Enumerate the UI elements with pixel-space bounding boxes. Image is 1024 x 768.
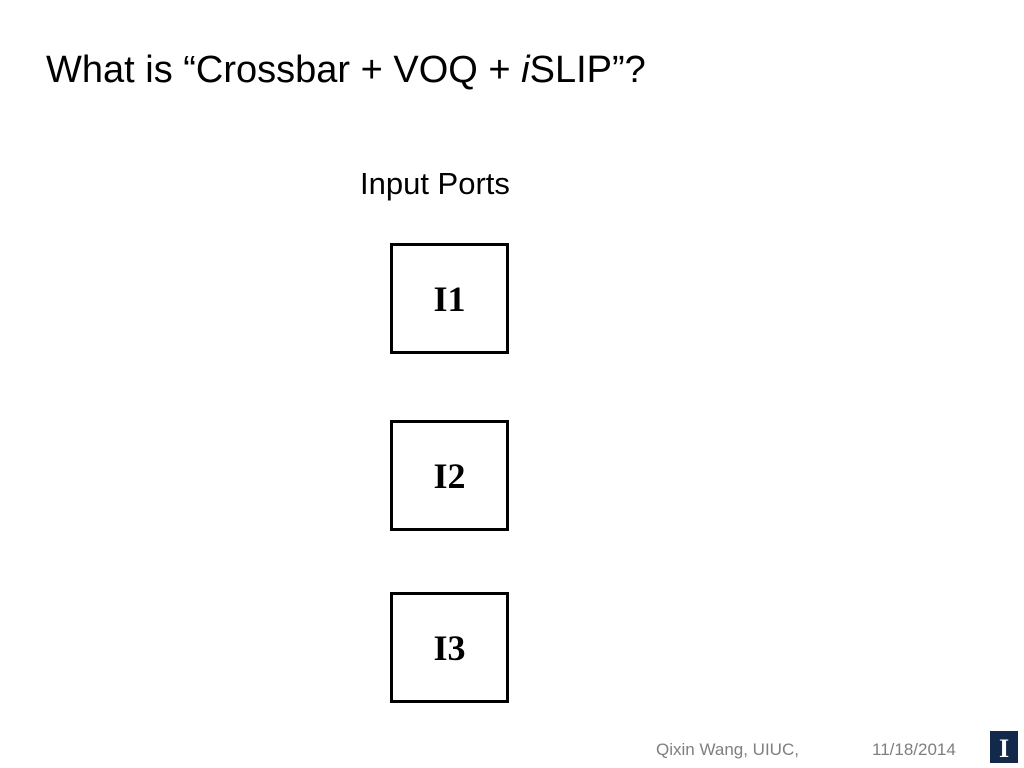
university-logo-icon: I xyxy=(990,731,1018,763)
footer-author: Qixin Wang, UIUC, xyxy=(656,740,799,759)
footer-date: 11/18/2014 xyxy=(872,740,956,759)
input-port-label: I1 xyxy=(433,278,466,319)
logo-background xyxy=(990,731,1018,763)
logo-letter: I xyxy=(999,734,1009,763)
input-port-label: I3 xyxy=(433,627,466,668)
title-text-before: What is “Crossbar + VOQ + xyxy=(46,49,522,91)
title-text-after: SLIP”? xyxy=(529,49,646,91)
input-ports-label: Input Ports xyxy=(360,166,510,201)
input-port-label: I2 xyxy=(433,455,466,496)
slide-title: What is “Crossbar + VOQ + iSLIP”? xyxy=(46,46,646,94)
input-port-box-i1: I1 xyxy=(390,243,509,354)
input-port-box-i3: I3 xyxy=(390,592,509,703)
input-port-box-i2: I2 xyxy=(390,420,509,531)
title-text-italic: i xyxy=(521,49,530,91)
